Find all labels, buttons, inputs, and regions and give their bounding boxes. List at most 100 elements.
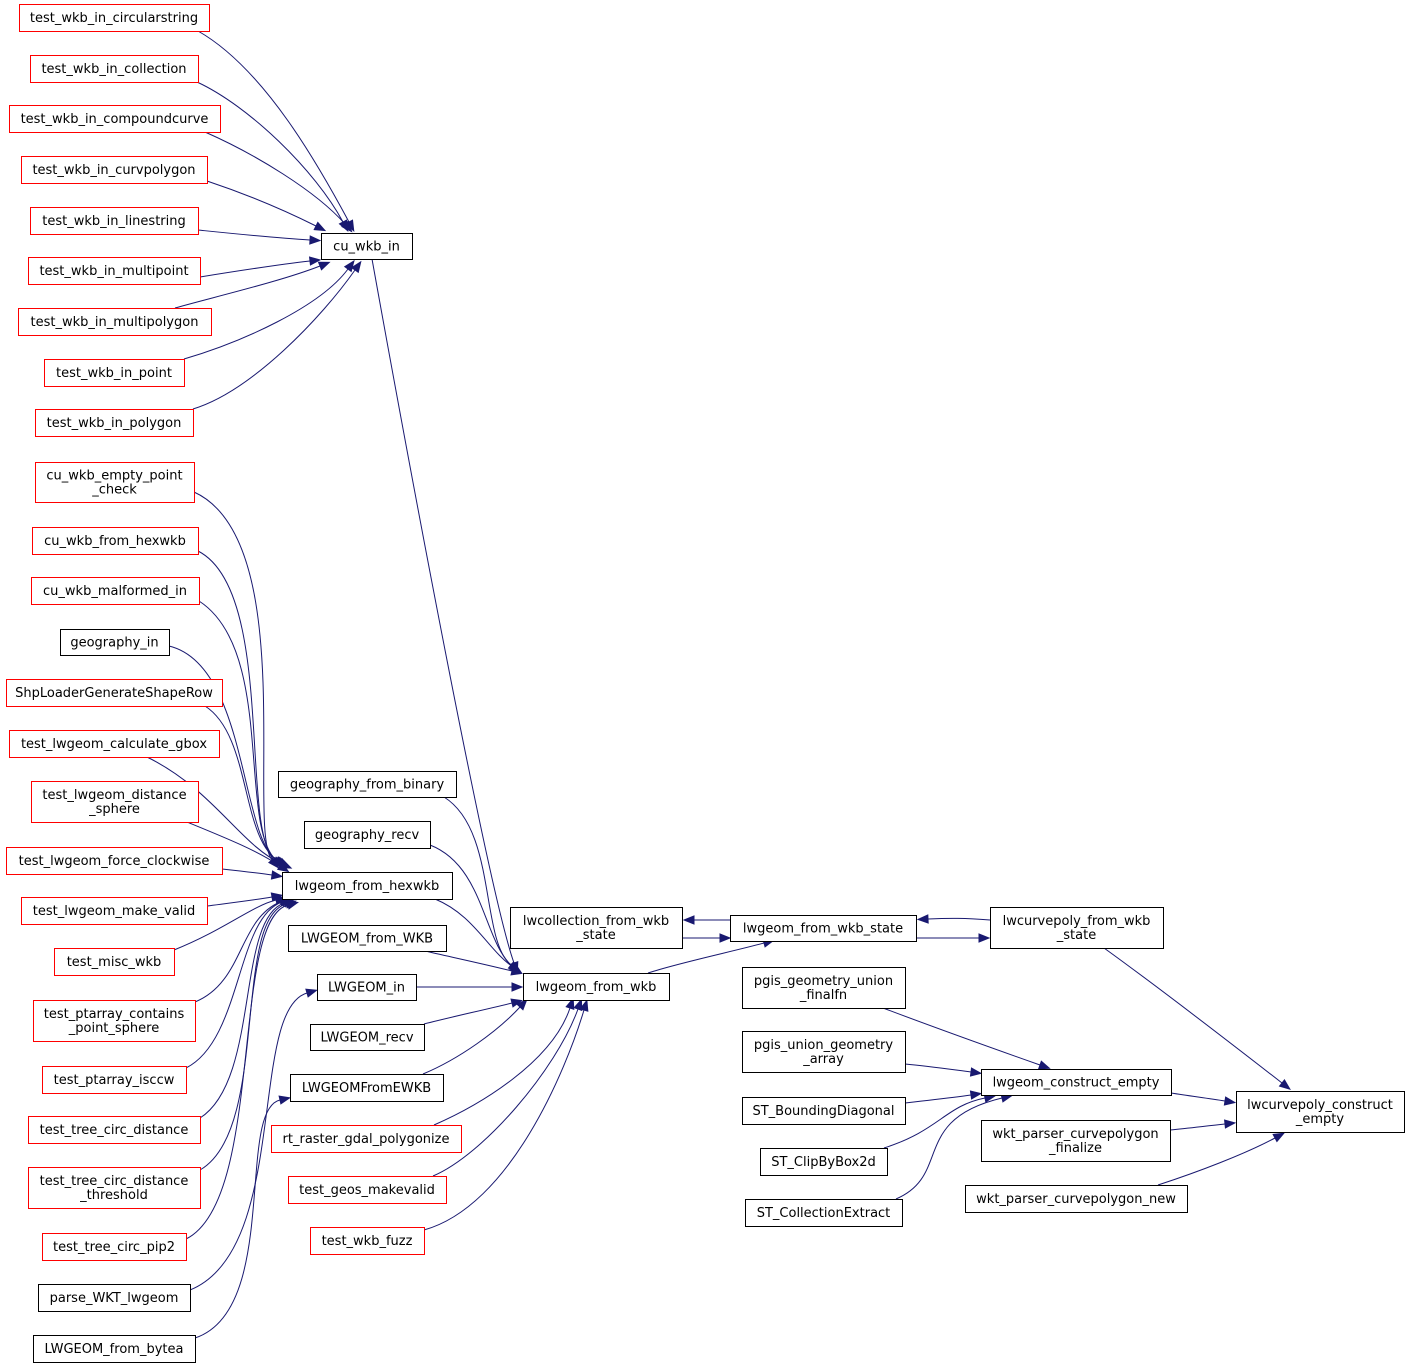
node-ST_CollectionExtract[interactable]: ST_CollectionExtract bbox=[745, 1199, 903, 1227]
node-label: geography_from_binary bbox=[290, 778, 445, 793]
node-cu_wkb_from_hexwkb[interactable]: cu_wkb_from_hexwkb bbox=[32, 527, 199, 555]
node-box bbox=[745, 1199, 903, 1227]
edge-arrowhead bbox=[350, 260, 362, 274]
edge-arrowhead bbox=[579, 999, 589, 1012]
node-lwcollection_from_wkb_state[interactable]: lwcollection_from_wkb_state bbox=[510, 907, 683, 949]
node-lwgeom_from_hexwkb[interactable]: lwgeom_from_hexwkb bbox=[282, 872, 453, 900]
node-test_lwgeom_make_valid[interactable]: test_lwgeom_make_valid bbox=[21, 897, 208, 925]
node-test_tree_circ_distance[interactable]: test_tree_circ_distance bbox=[28, 1116, 201, 1144]
edge-test_wkb_in_polygon-to-cu_wkb_in bbox=[192, 260, 362, 410]
node-label: LWGEOM_from_bytea bbox=[45, 1342, 184, 1357]
node-test_wkb_in_circularstring[interactable]: test_wkb_in_circularstring bbox=[19, 4, 210, 32]
node-test_wkb_in_linestring[interactable]: test_wkb_in_linestring bbox=[30, 207, 199, 235]
node-label: lwgeom_construct_empty bbox=[993, 1076, 1160, 1091]
edge-arrowhead bbox=[305, 988, 318, 998]
node-test_wkb_in_multipoint[interactable]: test_wkb_in_multipoint bbox=[28, 257, 201, 285]
node-test_wkb_in_compoundcurve[interactable]: test_wkb_in_compoundcurve bbox=[9, 105, 221, 133]
edge-test_wkb_in_multipolygon-to-cu_wkb_in bbox=[174, 261, 331, 309]
node-LWGEOMFromEWKB[interactable]: LWGEOMFromEWKB bbox=[290, 1074, 444, 1102]
node-wkt_parser_curvepolygon_new[interactable]: wkt_parser_curvepolygon_new bbox=[965, 1185, 1188, 1213]
node-pgis_union_geometry_array[interactable]: pgis_union_geometry_array bbox=[742, 1031, 906, 1073]
node-lwgeom_from_wkb_state[interactable]: lwgeom_from_wkb_state bbox=[730, 915, 917, 942]
node-lwgeom_construct_empty[interactable]: lwgeom_construct_empty bbox=[981, 1069, 1172, 1096]
node-ShpLoaderGenerateShapeRow[interactable]: ShpLoaderGenerateShapeRow bbox=[6, 679, 223, 707]
node-test_ptarray_contains_point_sphere[interactable]: test_ptarray_contains_point_sphere bbox=[33, 1000, 196, 1042]
node-label: test_wkb_in_multipoint bbox=[39, 264, 188, 279]
node-box bbox=[730, 915, 917, 942]
edge-lwcurvepoly_from_wkb_state-to-lwgeom_from_wkb_state bbox=[916, 914, 991, 924]
node-test_wkb_in_polygon[interactable]: test_wkb_in_polygon bbox=[35, 409, 194, 437]
node-cu_wkb_empty_point_check[interactable]: cu_wkb_empty_point_check bbox=[35, 462, 195, 503]
node-label: _threshold bbox=[79, 1188, 148, 1203]
edge-line bbox=[927, 917, 991, 921]
node-geography_recv[interactable]: geography_recv bbox=[304, 821, 431, 849]
node-test_wkb_fuzz[interactable]: test_wkb_fuzz bbox=[310, 1227, 425, 1255]
node-geography_from_binary[interactable]: geography_from_binary bbox=[278, 771, 457, 798]
node-test_geos_makevalid[interactable]: test_geos_makevalid bbox=[288, 1176, 447, 1204]
node-LWGEOM_from_WKB[interactable]: LWGEOM_from_WKB bbox=[288, 925, 447, 952]
node-parse_WKT_lwgeom[interactable]: parse_WKT_lwgeom bbox=[38, 1284, 191, 1312]
node-cu_wkb_malformed_in[interactable]: cu_wkb_malformed_in bbox=[31, 577, 200, 605]
node-test_lwgeom_calculate_gbox[interactable]: test_lwgeom_calculate_gbox bbox=[9, 730, 220, 758]
node-box bbox=[30, 207, 199, 235]
node-label: test_misc_wkb bbox=[67, 955, 162, 970]
node-test_wkb_in_curvpolygon[interactable]: test_wkb_in_curvpolygon bbox=[21, 156, 208, 184]
edge-line bbox=[196, 81, 344, 223]
node-box bbox=[288, 925, 447, 952]
node-LWGEOM_in[interactable]: LWGEOM_in bbox=[317, 974, 417, 1001]
node-test_wkb_in_point[interactable]: test_wkb_in_point bbox=[44, 359, 185, 387]
node-lwcurvepoly_from_wkb_state[interactable]: lwcurvepoly_from_wkb_state bbox=[990, 907, 1164, 949]
node-test_wkb_in_multipolygon[interactable]: test_wkb_in_multipolygon bbox=[18, 308, 212, 336]
node-box bbox=[44, 359, 185, 387]
node-test_lwgeom_distance_sphere[interactable]: test_lwgeom_distance_sphere bbox=[31, 781, 199, 823]
node-label: test_lwgeom_calculate_gbox bbox=[21, 737, 207, 752]
node-test_lwgeom_force_clockwise[interactable]: test_lwgeom_force_clockwise bbox=[6, 847, 223, 875]
node-test_tree_circ_distance_threshold[interactable]: test_tree_circ_distance_threshold bbox=[28, 1167, 201, 1209]
node-box bbox=[18, 308, 212, 336]
node-label: _finalfn bbox=[799, 988, 847, 1003]
node-test_wkb_in_collection[interactable]: test_wkb_in_collection bbox=[30, 55, 199, 83]
node-lwgeom_from_wkb[interactable]: lwgeom_from_wkb bbox=[523, 973, 670, 1001]
edge-arrowhead bbox=[719, 933, 732, 943]
edges-layer bbox=[146, 30, 1291, 1339]
edge-line bbox=[433, 1007, 571, 1126]
node-box bbox=[6, 847, 223, 875]
edge-line bbox=[197, 30, 350, 223]
node-box bbox=[510, 907, 683, 949]
edge-arrowhead bbox=[270, 870, 284, 880]
node-ST_BoundingDiagonal[interactable]: ST_BoundingDiagonal bbox=[742, 1097, 906, 1125]
node-label: lwcollection_from_wkb bbox=[523, 914, 669, 929]
node-test_ptarray_isccw[interactable]: test_ptarray_isccw bbox=[42, 1066, 187, 1094]
node-geography_in[interactable]: geography_in bbox=[60, 629, 170, 656]
edge-line bbox=[199, 902, 285, 1119]
node-box bbox=[54, 948, 175, 976]
node-LWGEOM_recv[interactable]: LWGEOM_recv bbox=[310, 1024, 425, 1051]
edge-test_wkb_in_collection-to-cu_wkb_in bbox=[196, 81, 349, 232]
edge-lwgeom_construct_empty-to-lwcurvepoly_construct_empty bbox=[1170, 1092, 1237, 1106]
node-cu_wkb_in[interactable]: cu_wkb_in bbox=[321, 233, 413, 260]
edge-test_wkb_in_point-to-cu_wkb_in bbox=[183, 259, 355, 360]
node-lwcurvepoly_construct_empty[interactable]: lwcurvepoly_construct_empty bbox=[1236, 1091, 1405, 1133]
edge-line bbox=[1103, 947, 1283, 1084]
node-box bbox=[33, 1000, 196, 1042]
node-box bbox=[33, 1335, 196, 1363]
node-rt_raster_gdal_polygonize[interactable]: rt_raster_gdal_polygonize bbox=[271, 1125, 462, 1153]
edge-line bbox=[204, 131, 346, 225]
node-box bbox=[60, 629, 170, 656]
node-test_misc_wkb[interactable]: test_misc_wkb bbox=[54, 948, 175, 976]
node-wkt_parser_curvepolygon_finalize[interactable]: wkt_parser_curvepolygon_finalize bbox=[981, 1120, 1171, 1162]
edge-line bbox=[434, 898, 514, 968]
edge-arrowhead bbox=[1278, 1078, 1291, 1090]
edge-arrowhead bbox=[1272, 1132, 1286, 1143]
node-pgis_geometry_union_finalfn[interactable]: pgis_geometry_union_finalfn bbox=[742, 967, 906, 1009]
node-label: test_wkb_in_point bbox=[56, 366, 172, 381]
node-test_tree_circ_pip2[interactable]: test_tree_circ_pip2 bbox=[42, 1233, 187, 1261]
nodes-layer: test_wkb_in_circularstring test_wkb_in_co… bbox=[6, 4, 1405, 1363]
node-box bbox=[742, 1097, 906, 1125]
edge-line bbox=[146, 756, 283, 865]
node-LWGEOM_from_bytea[interactable]: LWGEOM_from_bytea bbox=[33, 1335, 196, 1363]
edge-line bbox=[904, 1094, 972, 1104]
node-ST_ClipByBox2d[interactable]: ST_ClipByBox2d bbox=[760, 1148, 888, 1176]
node-label: _state bbox=[1056, 928, 1096, 943]
node-box bbox=[990, 907, 1164, 949]
